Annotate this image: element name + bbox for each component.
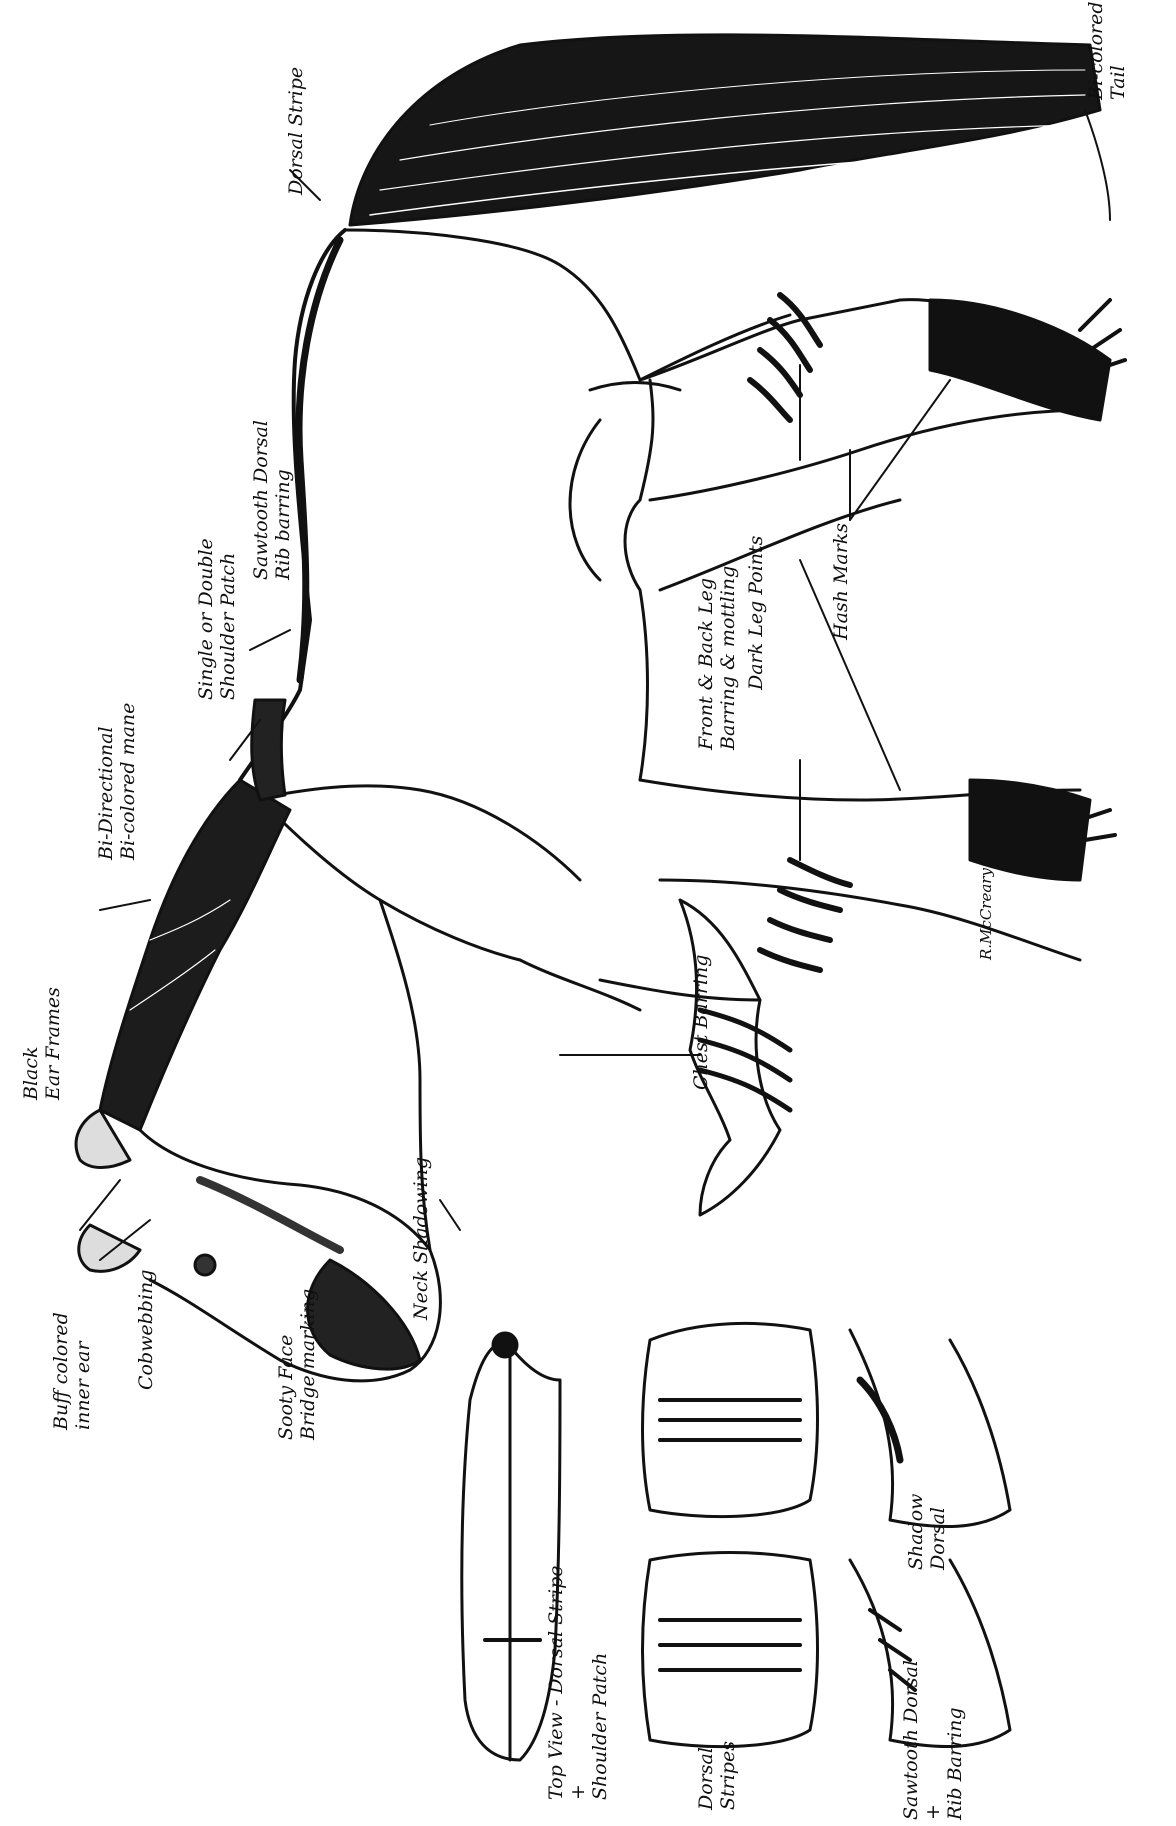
label-shadow-dorsal: Shadow Dorsal <box>905 1494 949 1570</box>
label-shoulder-patch: Single or Double Shoulder Patch <box>195 538 239 700</box>
label-buff-inner-ear: Buff colored inner ear <box>50 1312 94 1430</box>
label-dorsal-stripe: Dorsal Stripe <box>285 67 307 195</box>
label-leg-barring: Front & Back Leg Barring & mottling <box>695 566 739 750</box>
label-dorsal-stripes: Dorsal Stripes <box>695 1741 739 1810</box>
label-hash-marks: Hash Marks <box>830 523 852 640</box>
label-black-ear-frames: Black Ear Frames <box>20 987 64 1100</box>
label-sawtooth-dorsal-rib-barring-inset: Sawtooth Dorsal + Rib Barring <box>900 1660 966 1820</box>
label-top-view: Top View - Dorsal Stripe + Shoulder Patc… <box>545 1566 611 1800</box>
dark-leg-points <box>930 300 1125 880</box>
tail <box>350 35 1110 225</box>
head-and-neck <box>76 900 440 1381</box>
label-bi-directional-mane: Bi-Directional Bi-colored mane <box>95 703 139 860</box>
dorsal-stripes-sketch <box>643 1323 818 1746</box>
label-dark-leg-points: Dark Leg Points <box>745 536 767 690</box>
artist-signature: R.McCreary <box>975 868 997 960</box>
label-sawtooth-dorsal-rib-barring: Sawtooth Dorsal Rib barring <box>250 420 294 580</box>
label-sooty-face: Sooty Face Bridge marking <box>275 1289 319 1440</box>
label-neck-shadowing: Neck Shadowing <box>410 1157 432 1320</box>
shoulder-patch <box>252 700 285 800</box>
label-bi-colored-tail: Bi-colored Tail <box>1085 1 1129 100</box>
label-chest-barring: Chest Barring <box>690 955 712 1090</box>
leader-lines <box>80 170 950 1260</box>
label-cobwebbing: Cobwebbing <box>135 1270 157 1390</box>
